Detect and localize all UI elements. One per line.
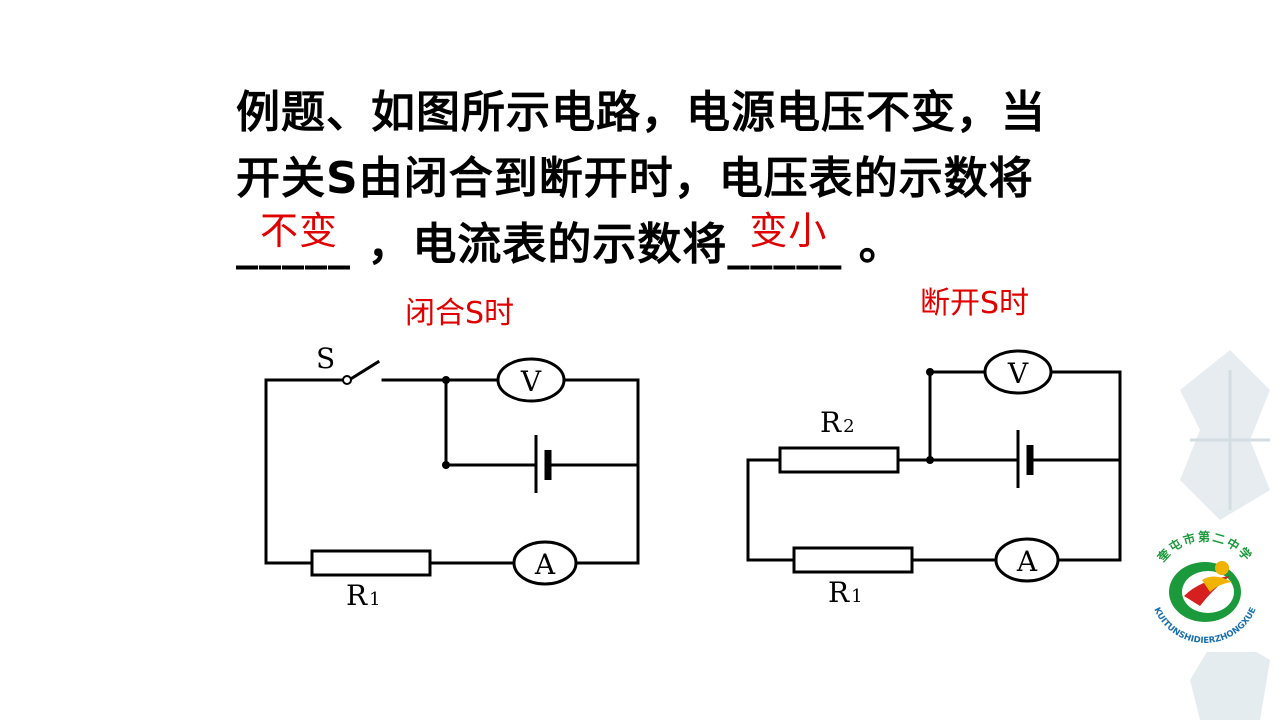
question-end: 。 xyxy=(842,219,904,270)
ammeter-label: A xyxy=(534,548,556,581)
junction-dot xyxy=(926,368,934,376)
logo-emblem-icon xyxy=(1169,561,1241,622)
question-text: 例题、如图所示电路，电源电压不变，当 开关S由闭合到断开时，电压表的示数将 __… xyxy=(236,80,1216,278)
ammeter-label: A xyxy=(1016,545,1038,578)
label-switch-closed: 闭合S时 xyxy=(405,296,515,331)
question-middle: ，电流表的示数将 xyxy=(351,219,728,270)
answer-blank-ammeter: _____ 变小 xyxy=(727,209,843,278)
battery-icon xyxy=(534,435,552,493)
question-line-3: _____ 不变 ，电流表的示数将 _____ 变小 。 xyxy=(236,209,1216,278)
ammeter-icon xyxy=(994,537,1060,583)
resistor-r1 xyxy=(792,546,914,574)
junction-dot xyxy=(442,376,450,384)
junction-dot xyxy=(926,456,934,464)
voltmeter-icon xyxy=(496,357,566,403)
answer-ammeter: 变小 xyxy=(749,209,828,253)
question-line-1: 例题、如图所示电路，电源电压不变，当 xyxy=(236,87,1046,138)
voltmeter-icon xyxy=(983,349,1053,395)
question-line-2: 开关S由闭合到断开时，电压表的示数将 xyxy=(236,153,1034,204)
voltmeter-label: V xyxy=(1007,357,1029,390)
ammeter-icon xyxy=(512,540,578,586)
school-logo: 奎屯市第二中学 KUITUNSHIDIERZHONGXUE xyxy=(1140,522,1270,652)
resistor-r1 xyxy=(310,549,432,577)
answer-voltmeter: 不变 xyxy=(260,209,339,253)
junction-dot xyxy=(442,461,450,469)
answer-blank-voltmeter: _____ 不变 xyxy=(236,209,351,278)
switch-pivot xyxy=(342,375,352,385)
battery-icon xyxy=(1016,430,1034,488)
switch-label: S xyxy=(316,342,335,375)
voltmeter-label: V xyxy=(520,365,542,398)
resistor-r2 xyxy=(778,446,900,474)
label-switch-open: 断开S时 xyxy=(920,286,1030,321)
blank-underline: _____ xyxy=(236,219,351,270)
blank-underline: _____ xyxy=(727,219,843,270)
